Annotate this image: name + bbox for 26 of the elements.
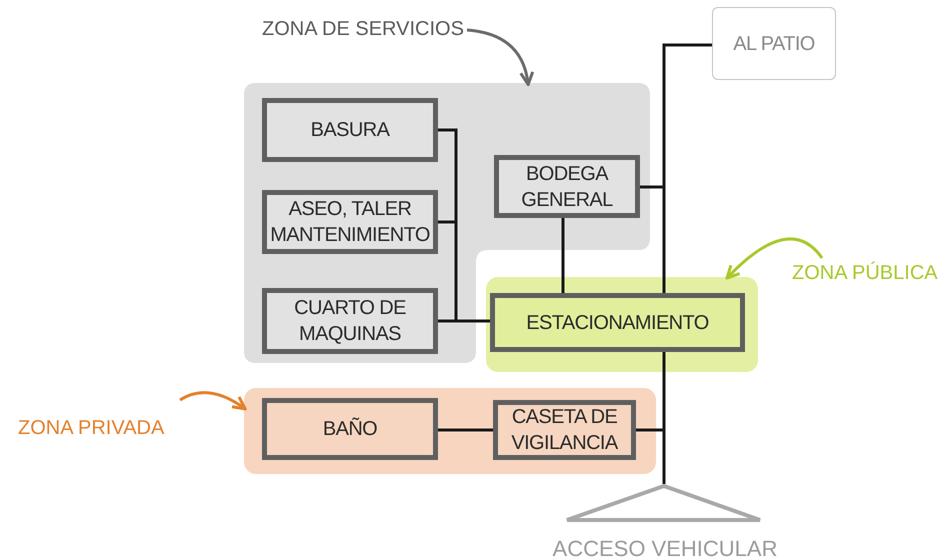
node-label: CUARTO DE MAQUINAS	[293, 296, 407, 347]
room-box	[494, 155, 640, 218]
node-label: BAÑO	[322, 416, 378, 442]
connector-line	[438, 428, 493, 432]
node-label: ZONA PRIVADA	[18, 416, 164, 441]
curved-arrow	[466, 28, 534, 86]
curved-arrow	[725, 237, 824, 280]
connector-line	[562, 218, 564, 293]
node-label: BASURA	[310, 118, 390, 143]
room-box	[490, 293, 745, 352]
node-label: ESTACIONAMIENTO	[526, 310, 709, 336]
node-label: ACCESO VEHICULAR	[552, 536, 778, 559]
curved-arrow	[179, 391, 247, 410]
node-label: ASEO, TALER MANTENIMIENTO	[269, 197, 431, 248]
room-box	[262, 190, 438, 254]
room-box	[493, 400, 636, 460]
room-box	[262, 98, 438, 162]
node-label: AL PATIO	[733, 32, 815, 56]
connector-line	[636, 428, 666, 484]
node-label: CASETA DE VIGILANCIA	[510, 405, 619, 456]
room-box	[262, 398, 438, 460]
node-label: BODEGA GENERAL	[520, 162, 614, 212]
room-box	[262, 288, 438, 354]
node-label: ZONA DE SERVICIOS	[262, 17, 464, 42]
room-box	[712, 7, 836, 80]
node-label: ZONA PÚBLICA	[792, 260, 938, 286]
